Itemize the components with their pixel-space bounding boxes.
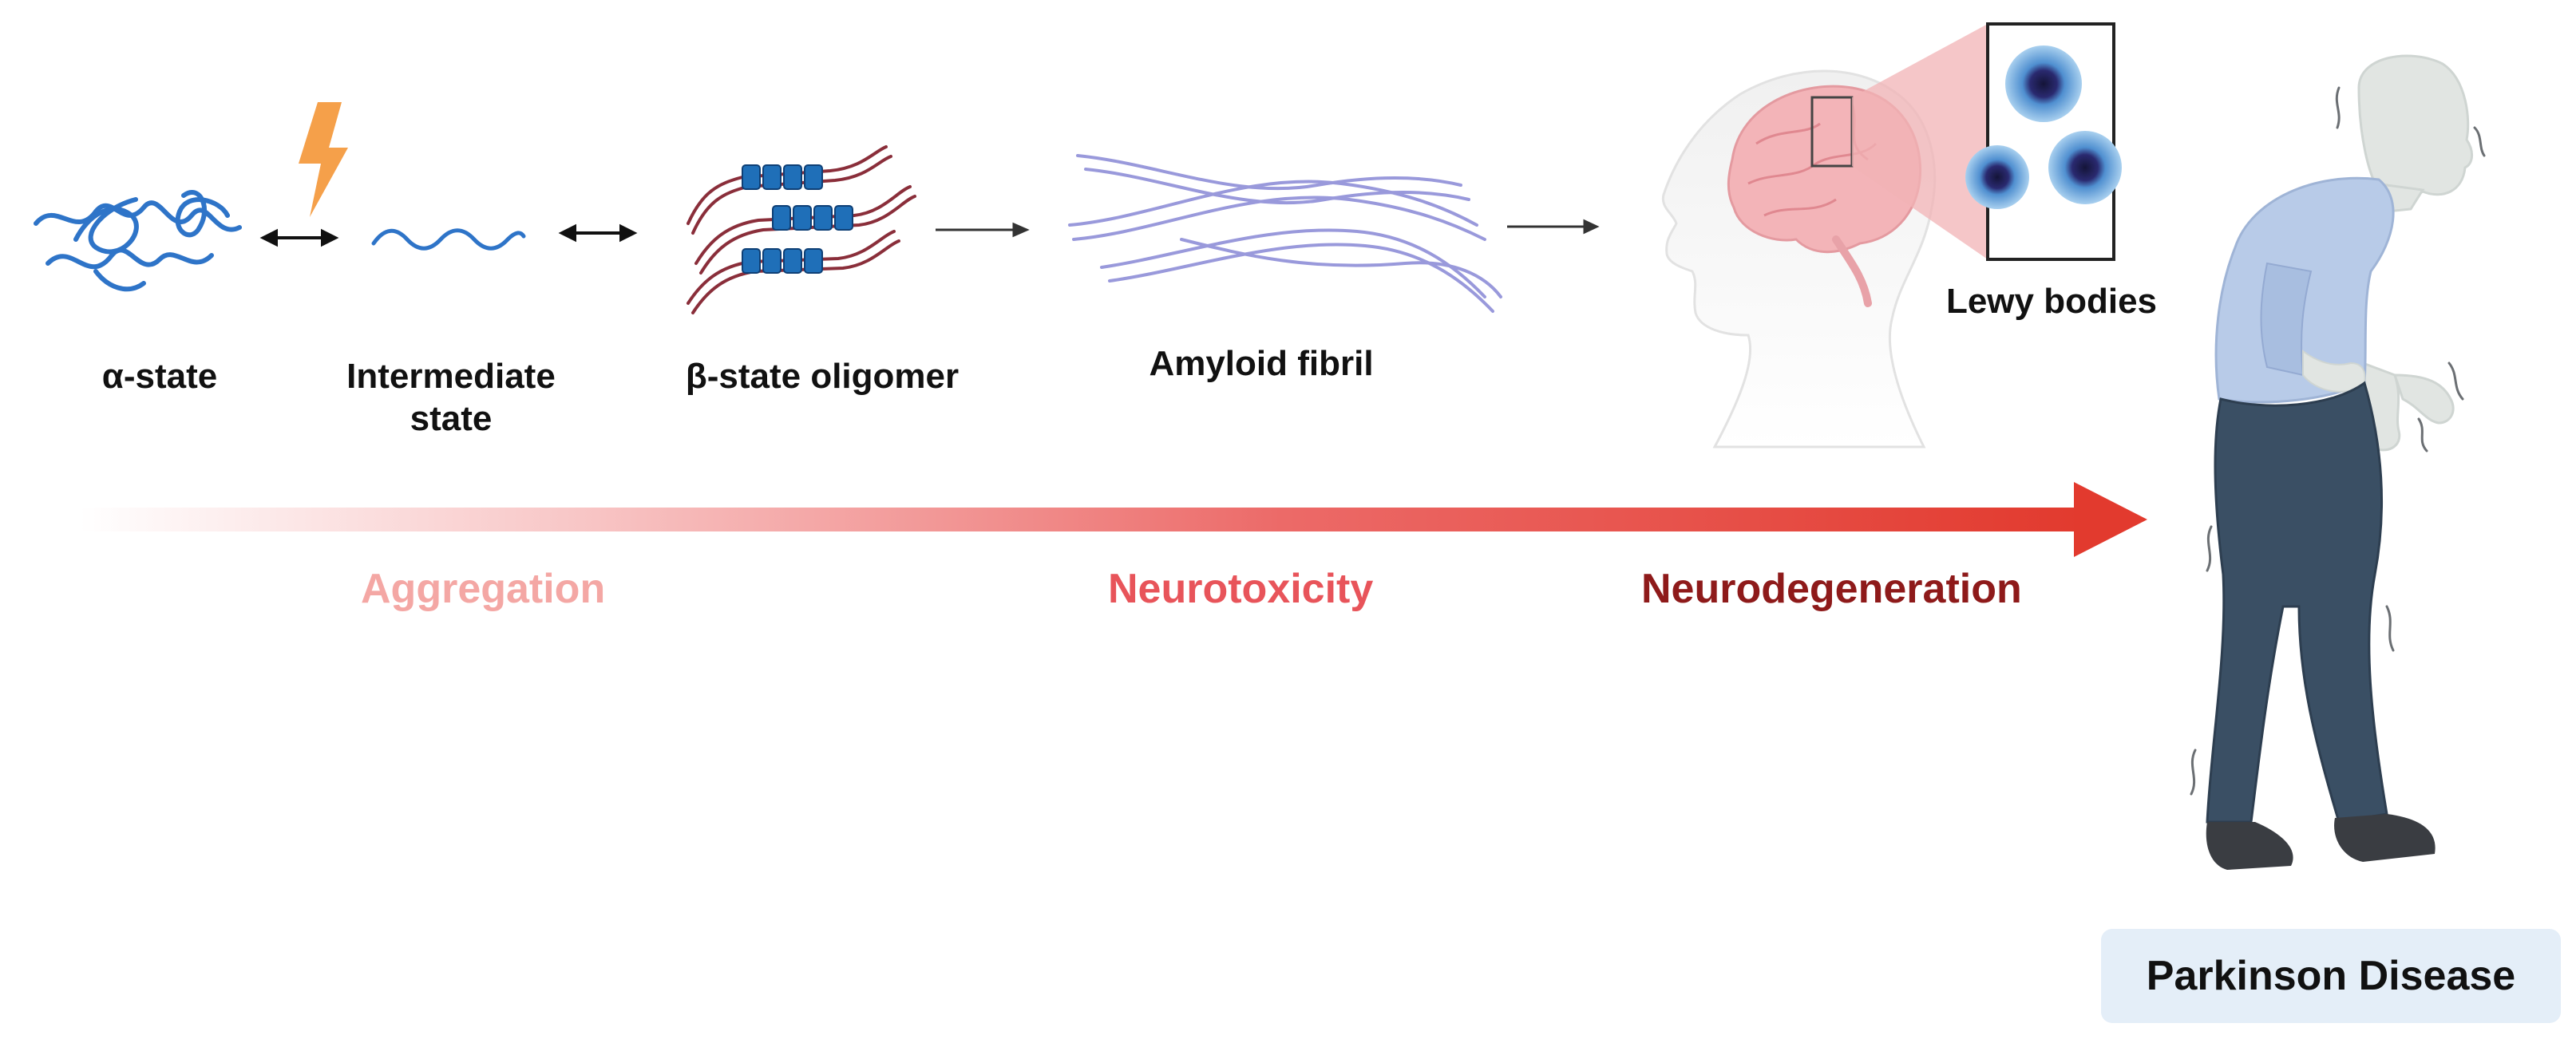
amyloid-fibril-label: Amyloid fibril [1149, 344, 1374, 383]
lewy-bodies-inset [1965, 22, 2122, 261]
progression-arrow [80, 482, 2147, 557]
beta-oligomer-label: β-state oligomer [685, 357, 960, 396]
alpha-state-label: α-state [101, 357, 218, 396]
double-arrow-icon [558, 223, 638, 243]
amyloid-fibril-icon [1068, 154, 1502, 313]
lightning-icon [299, 102, 348, 217]
arrow-right-icon [1507, 219, 1600, 235]
intermediate-state-label: Intermediate state [346, 357, 556, 438]
lewy-bodies-label: Lewy bodies [1945, 282, 2158, 321]
beta-oligomer-icon [687, 145, 916, 314]
parkinson-disease-label: Parkinson Disease [2146, 953, 2516, 999]
neurotoxicity-label: Neurotoxicity [1108, 566, 1374, 612]
parkinson-patient-illustration [2190, 54, 2486, 870]
zoom-cone [1852, 24, 1988, 259]
arrow-right-icon [936, 222, 1030, 238]
disease-label-box: Parkinson Disease [2101, 929, 2561, 1023]
intermediate-protein-icon [371, 228, 526, 251]
neurodegeneration-label: Neurodegeneration [1641, 566, 2022, 612]
double-arrow-icon [259, 228, 339, 247]
aggregation-label: Aggregation [361, 566, 606, 612]
alpha-state-protein-icon [34, 190, 242, 292]
